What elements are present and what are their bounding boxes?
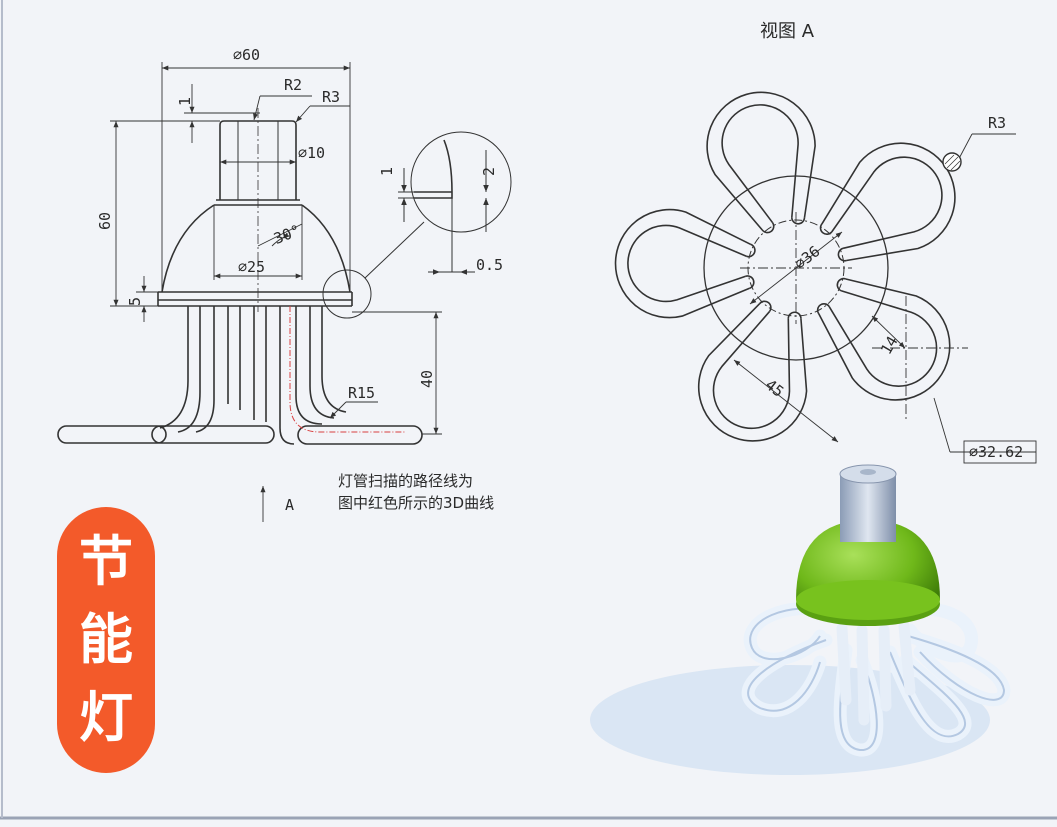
dim-dia60: ⌀60 <box>233 46 260 64</box>
badge-char-3: 灯 <box>79 686 133 749</box>
view-a-title: 视图 A <box>760 21 815 42</box>
dim-r3-left: R3 <box>322 88 340 106</box>
dim-60: 60 <box>96 212 114 230</box>
energy-saving-lamp-badge: 节 能 灯 <box>57 507 155 773</box>
detail-view <box>322 131 512 319</box>
dim-1-top: 1 <box>176 97 194 106</box>
dim-r2: R2 <box>284 76 302 94</box>
tube-petal <box>816 277 951 401</box>
dim-30deg: 30° <box>271 221 303 248</box>
note-line-2: 图中红色所示的3D曲线 <box>338 494 494 512</box>
dim-dia25: ⌀25 <box>238 258 265 276</box>
tube-section-r3 <box>942 152 962 172</box>
dim-5: 5 <box>126 297 144 306</box>
dim-45: 45 <box>762 376 787 401</box>
badge-char-1: 节 <box>79 530 133 593</box>
detail-dim-1: 1 <box>378 167 396 176</box>
dim-dia10: ⌀10 <box>298 144 325 162</box>
dim-40: 40 <box>418 370 436 388</box>
dim-r3-right: R3 <box>988 114 1006 132</box>
sweep-path-line <box>289 306 406 433</box>
detail-dim-05: 0.5 <box>476 256 503 274</box>
note-line-1: 灯管扫描的路径线为 <box>338 472 473 490</box>
detail-dim-2: 2 <box>480 167 498 176</box>
dim-r15: R15 <box>348 384 375 402</box>
view-arrow-label: A <box>285 496 294 514</box>
tube-petal <box>614 208 756 319</box>
front-dimensions <box>110 62 442 522</box>
view-a-dimensions <box>733 133 1037 464</box>
tube-petal <box>706 91 816 234</box>
dim-dia3262: ⌀32.62 <box>969 443 1023 461</box>
render-3d <box>590 464 1011 775</box>
dim-14: 14 <box>877 333 902 358</box>
front-view <box>57 120 423 445</box>
badge-char-2: 能 <box>79 608 133 671</box>
